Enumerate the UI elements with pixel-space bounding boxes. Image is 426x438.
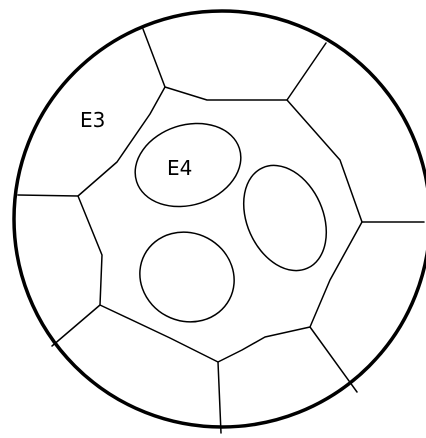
region-label-e3: E3 (80, 108, 105, 132)
region-label-e4: E4 (167, 156, 192, 180)
spoke-left (18, 195, 78, 196)
